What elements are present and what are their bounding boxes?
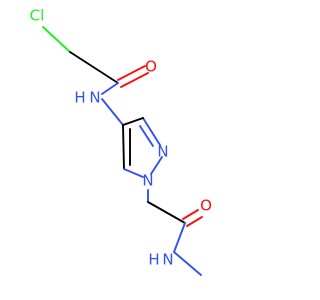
bond-ring-n2-c3-outer [142, 117, 161, 146]
bond-layer [42, 26, 203, 276]
bond-n-top-ring [101, 98, 124, 126]
bond-carbonyl-n-bottom [173, 222, 186, 253]
pyrazole-nitrogen-1-label: N [142, 172, 153, 190]
molecule-structure: Cl O H N N N O H N [30, 7, 212, 276]
bond-n-bottom-methyl [173, 251, 202, 276]
bond-ring-n1-n2 [150, 156, 163, 175]
amide-hydrogen-top-label: H [74, 89, 85, 107]
bond-ring-c5-n1 [123, 168, 144, 178]
bond-ring-n2-c3-inner [139, 125, 154, 147]
bond-carbonyl-oxygen-top-b [120, 72, 149, 88]
bond-ch2-carbonyl-top [69, 51, 119, 84]
bond-carbonyl-n-top [101, 82, 119, 95]
bond-ring-c3-c4 [122, 117, 144, 126]
bond-ch2-carbonyl-bottom [147, 201, 186, 224]
amide-hydrogen-bottom-label: H [148, 251, 159, 269]
bond-cl-ch2 [42, 26, 71, 53]
amide-nitrogen-bottom-label: N [162, 251, 173, 269]
bond-carbonyl-oxygen-bottom-a [182, 209, 199, 220]
chlorine-label: Cl [30, 7, 45, 25]
pyrazole-nitrogen-2-label: N [157, 143, 168, 161]
bond-carbonyl-oxygen-bottom-b [186, 216, 203, 227]
bond-carbonyl-oxygen-top-a [117, 65, 146, 81]
carbonyl-oxygen-top-label: O [145, 58, 157, 76]
bond-ring-c4-c5-outer [122, 124, 125, 170]
atom-label-layer: Cl O H N N N O H N [30, 7, 212, 269]
carbonyl-oxygen-bottom-label: O [200, 197, 212, 215]
amide-nitrogen-top-label: N [89, 89, 100, 107]
